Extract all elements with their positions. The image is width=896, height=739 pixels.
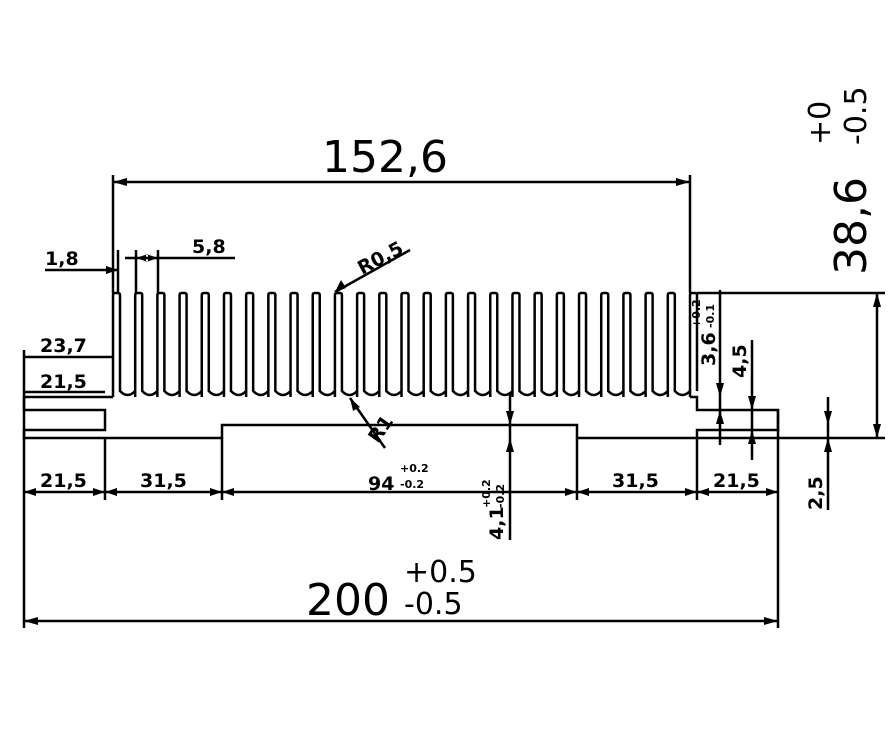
dim-3-6-tol-plus: +0.2 <box>690 299 703 328</box>
dim-1-8: 1,8 <box>45 248 79 270</box>
dim-31-5-left: 31,5 <box>140 470 187 492</box>
dim-38-6: 38,6 <box>826 177 877 275</box>
dim-94-tol-minus: -0.2 <box>400 478 424 491</box>
dim-21-5-top: 21,5 <box>40 371 87 393</box>
dim-200: 200 <box>306 575 390 626</box>
dim-r0-5: R0,5 <box>354 237 407 279</box>
dim-94-tol-plus: +0.2 <box>400 462 429 475</box>
base-profile <box>22 395 780 440</box>
dim-200-tol-plus: +0.5 <box>404 555 477 590</box>
dim-152-6: 152,6 <box>322 132 448 183</box>
dim-4-1: 4,1 <box>486 506 508 540</box>
dim-38-6-tol-plus: +0 <box>803 101 838 145</box>
dim-2-5: 2,5 <box>805 476 827 510</box>
dim-31-5-right: 31,5 <box>612 470 659 492</box>
dim-21-5-left: 21,5 <box>40 470 87 492</box>
dim-38-6-tol-minus: -0.5 <box>839 86 874 145</box>
dim-4-1-tol-plus: +0.2 <box>480 479 493 508</box>
dim-200-tol-minus: -0.5 <box>404 587 463 622</box>
dim-5-8: 5,8 <box>192 236 226 258</box>
dim-3-6: 3,6 <box>698 332 720 366</box>
leader-r05 <box>334 248 411 294</box>
dim-4-1-tol-minus: -0.2 <box>494 484 507 508</box>
dim-r1: R1 <box>364 411 398 446</box>
dim-23-7: 23,7 <box>40 335 87 357</box>
dim-4-5: 4,5 <box>729 344 751 378</box>
dim-21-5-right: 21,5 <box>713 470 760 492</box>
fin-outline <box>111 291 699 397</box>
dim-94: 94 <box>368 473 394 495</box>
dim-3-6-tol-minus: -0.1 <box>704 304 717 328</box>
fin-array <box>111 291 699 397</box>
